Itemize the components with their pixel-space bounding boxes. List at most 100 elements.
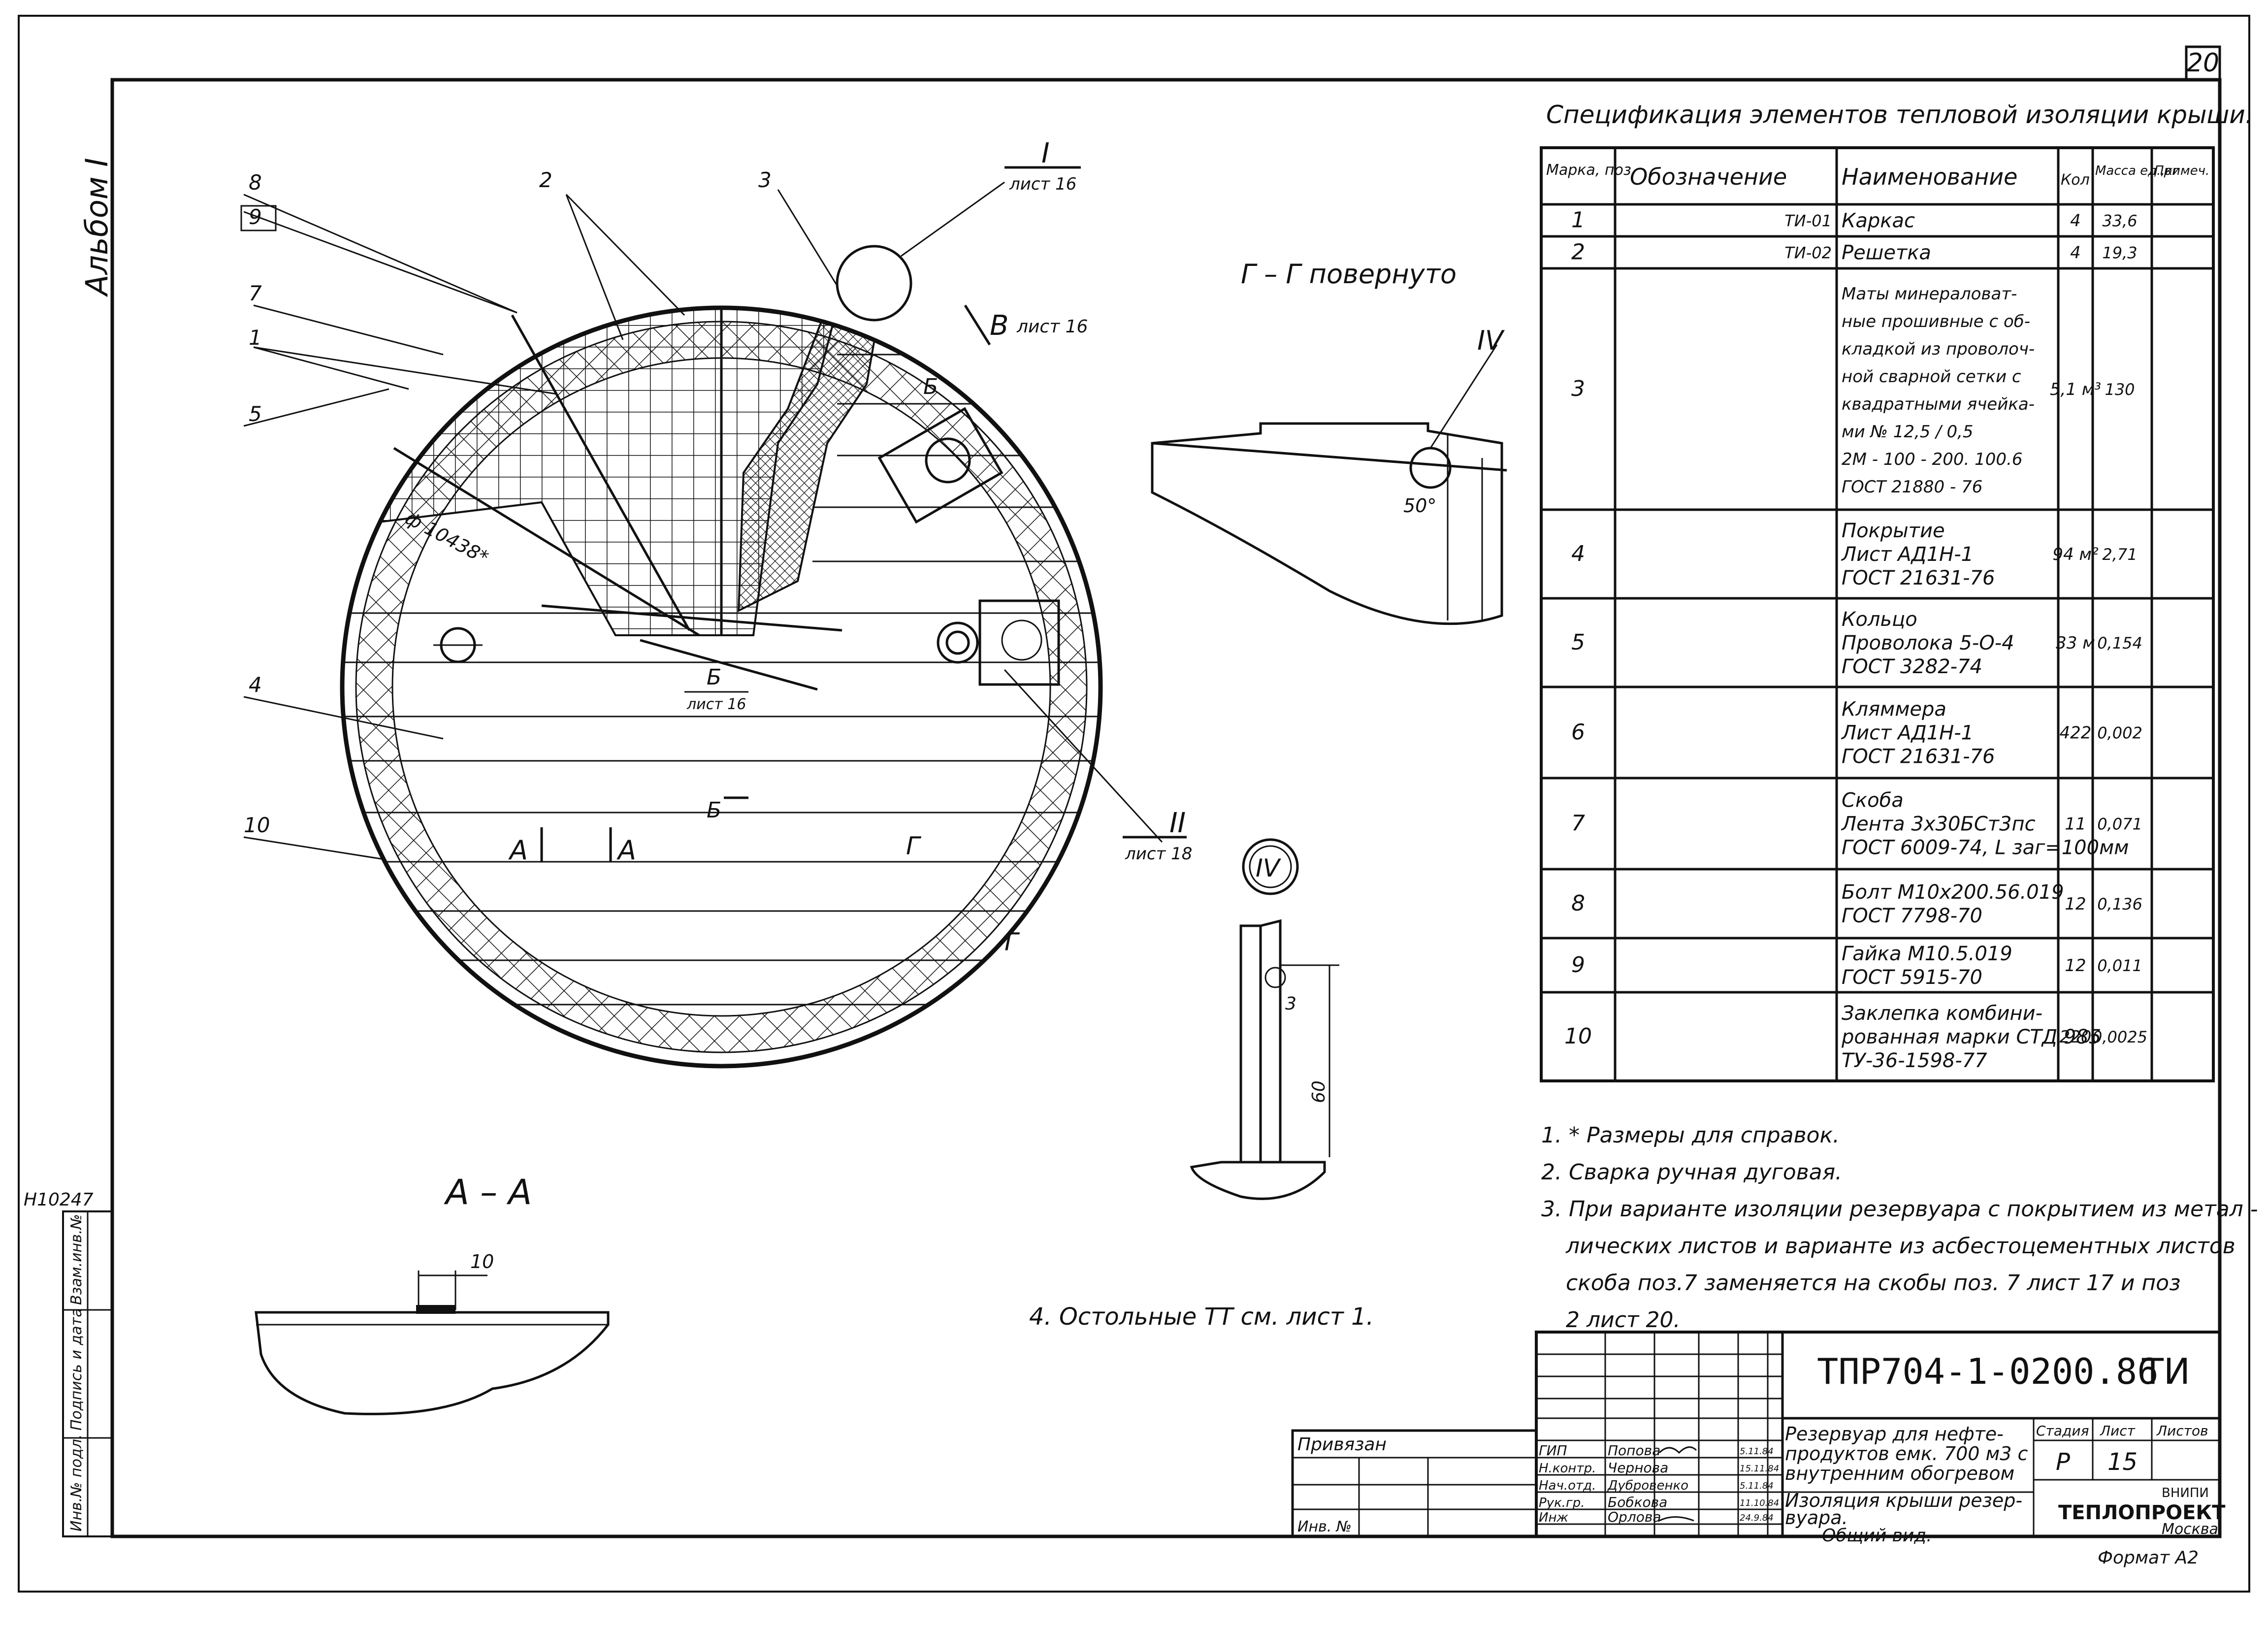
spec-row-name-line: ной сварной сетки с bbox=[1842, 367, 2021, 387]
stage-header: Стадия bbox=[2036, 1423, 2089, 1439]
spec-row-pos: 1 bbox=[1571, 208, 1585, 233]
sheet-value: 15 bbox=[2107, 1448, 2138, 1476]
spec-row-name-line: Болт М10х200.56.019 bbox=[1842, 881, 2064, 904]
doc-title-2c: Общий вид. bbox=[1822, 1526, 1932, 1546]
doc-title-2b: вуара. bbox=[1785, 1507, 1848, 1529]
section-aa-title: А – А bbox=[444, 1172, 532, 1212]
spec-row-qty: 33 м bbox=[2056, 633, 2095, 653]
view-gg: Г – Г повернуто IV 50° bbox=[1151, 259, 1507, 625]
pos-label-2: 2 bbox=[539, 168, 552, 192]
sheets-header: Листов bbox=[2156, 1423, 2208, 1439]
name-inzh: Орлова bbox=[1608, 1509, 1661, 1525]
doc-mark: ТИ bbox=[2141, 1351, 2190, 1392]
notes: 1. * Размеры для справок. 2. Сварка ручн… bbox=[1541, 1123, 2258, 1333]
spec-row-designation: ТИ-01 bbox=[1784, 212, 1832, 230]
left-margin: Альбом I Н10247 Инв.№ подл. Подпись и да… bbox=[24, 158, 115, 1537]
spec-row-name-line: ми № 12,5 / 0,5 bbox=[1842, 422, 1974, 442]
spec-header-mass: Масса ед.,кг bbox=[2095, 163, 2179, 178]
archive-number: Н10247 bbox=[24, 1190, 94, 1210]
stamp-replace: Взам.инв.№ bbox=[68, 1214, 85, 1305]
pos-label-7: 7 bbox=[249, 281, 262, 305]
spec-row-name-line: Решетка bbox=[1842, 242, 1931, 264]
spec-row-pos: 10 bbox=[1564, 1024, 1592, 1049]
spec-row-name-line: Гайка М10.5.019 bbox=[1842, 943, 2012, 965]
spec-row-pos: 4 bbox=[1571, 541, 1585, 566]
spec-row-name-line: ГОСТ 21631-76 bbox=[1842, 746, 1995, 768]
note-3c: скоба поз.7 заменяется на скобы поз. 7 л… bbox=[1566, 1271, 2181, 1296]
section-B-lower: Б bbox=[707, 798, 721, 823]
detail-II-ref: лист 18 bbox=[1125, 844, 1192, 864]
spec-row-qty: 4 bbox=[2070, 211, 2081, 231]
spec-header-name: Наименование bbox=[1842, 163, 2017, 190]
spec-row-qty: 11 bbox=[2065, 814, 2086, 834]
date-inzh: 24.9.84 bbox=[1740, 1513, 1774, 1523]
spec-row-pos: 6 bbox=[1571, 720, 1585, 745]
detail-iv-dim-small: 3 bbox=[1285, 994, 1296, 1014]
stage-value: Р bbox=[2056, 1448, 2070, 1476]
section-B-ref: лист 16 bbox=[686, 696, 746, 713]
page-number: 20 bbox=[2187, 48, 2219, 78]
section-G-lower: Г bbox=[1004, 928, 1020, 956]
pos-label-10: 10 bbox=[244, 813, 270, 837]
spec-header-qty: Кол bbox=[2061, 171, 2090, 189]
spec-row-mass: 0,011 bbox=[2097, 956, 2142, 975]
spec-row-designation: ТИ-02 bbox=[1784, 244, 1832, 262]
spec-row-name-line: рованная марки СТД 985 bbox=[1841, 1026, 2101, 1048]
detail-I-callout bbox=[836, 245, 912, 322]
spec-row-qty: 12 bbox=[2065, 956, 2086, 976]
spec-row-name-line: Лист АД1Н-1 bbox=[1841, 543, 1974, 566]
spec-row-qty: 5,1 м³ bbox=[2050, 380, 2101, 399]
date-gip: 5.11.84 bbox=[1740, 1446, 1774, 1457]
note-3: 3. При варианте изоляции резервуара с по… bbox=[1541, 1197, 2258, 1222]
spec-row-qty: 94 м² bbox=[2052, 545, 2099, 564]
pos-label-9: 9 bbox=[249, 205, 262, 229]
spec-row-mass: 2,71 bbox=[2102, 545, 2137, 564]
spec-row-mass: 130 bbox=[2105, 380, 2135, 399]
view-V-ref: лист 16 bbox=[1016, 317, 1088, 337]
sheet-frame: 20 bbox=[18, 15, 2250, 1593]
detail-iv-dim-large: 60 bbox=[1309, 1080, 1329, 1103]
date-nkontr: 15.11.84 bbox=[1740, 1464, 1779, 1474]
spec-row-name-line: кладкой из проволоч- bbox=[1842, 339, 2035, 359]
spec-row-name-line: ГОСТ 6009-74, L заг=100мм bbox=[1842, 837, 2129, 859]
org-2: ТЕПЛОПРОЕКТ bbox=[2058, 1501, 2226, 1524]
spec-row-mass: 0,0025 bbox=[2092, 1028, 2147, 1046]
spec-row-name-line: ГОСТ 5915-70 bbox=[1842, 966, 1982, 989]
spec-row-name-line: Скоба bbox=[1842, 789, 1904, 812]
spec-row-name-line: ГОСТ 3282-74 bbox=[1842, 655, 1982, 678]
spec-row-mass: 0,136 bbox=[2097, 895, 2142, 913]
section-aa-dim: 10 bbox=[470, 1251, 494, 1272]
role-nkontr: Н.контр. bbox=[1539, 1461, 1596, 1476]
detail-iv: IV 3 60 bbox=[1190, 838, 1339, 1200]
spec-row-name-line: ные прошивные с об- bbox=[1842, 312, 2030, 331]
spec-row-name-line: Маты минераловат- bbox=[1842, 284, 2017, 304]
view-gg-title: Г – Г повернуто bbox=[1241, 259, 1457, 290]
doc-title-2a: Изоляция крыши резер- bbox=[1785, 1490, 2022, 1511]
name-rukgr: Бобкова bbox=[1608, 1494, 1667, 1510]
doc-title-1c: внутренним обогревом bbox=[1785, 1463, 2014, 1484]
spec-row-qty: 422 bbox=[2060, 723, 2092, 743]
pos-label-5: 5 bbox=[249, 402, 262, 426]
note-2: 2. Сварка ручная дуговая. bbox=[1541, 1160, 1842, 1185]
detail-iv-label: IV bbox=[1256, 854, 1282, 882]
spec-row-qty: 220 bbox=[2060, 1027, 2092, 1047]
spec-row-name-line: ТУ-36-1598-77 bbox=[1842, 1049, 1987, 1072]
detail-I-ref: лист 16 bbox=[1009, 174, 1076, 194]
position-leaders: 8 9 7 1 5 2 3 4 10 I лист 16 II лист 18 … bbox=[240, 137, 1192, 956]
spec-row-name-line: Кляммера bbox=[1842, 698, 1946, 721]
spec-row-pos: 3 bbox=[1571, 376, 1585, 401]
spec-row-name-line: Проволока 5-О-4 bbox=[1842, 632, 2014, 654]
name-gip: Попова bbox=[1608, 1442, 1660, 1459]
doc-title-1b: продуктов емк. 700 м3 с bbox=[1785, 1443, 2028, 1465]
bolt-markers bbox=[433, 407, 1060, 686]
spec-row-mass: 19,3 bbox=[2102, 244, 2137, 262]
pos-label-8: 8 bbox=[249, 170, 262, 195]
spec-row-name-line: Покрытие bbox=[1842, 520, 1945, 542]
spec-header-designation: Обозначение bbox=[1630, 163, 1787, 190]
date-rukgr: 11.10.84 bbox=[1740, 1498, 1779, 1508]
inv-label: Инв. № bbox=[1297, 1518, 1352, 1535]
spec-title: Спецификация элементов тепловой изоляции… bbox=[1546, 100, 2253, 129]
spec-row-pos: 5 bbox=[1571, 630, 1585, 655]
doc-code: ТПР704-1-0200.86 bbox=[1817, 1351, 2159, 1392]
spec-header-note: Примеч. bbox=[2154, 163, 2209, 178]
